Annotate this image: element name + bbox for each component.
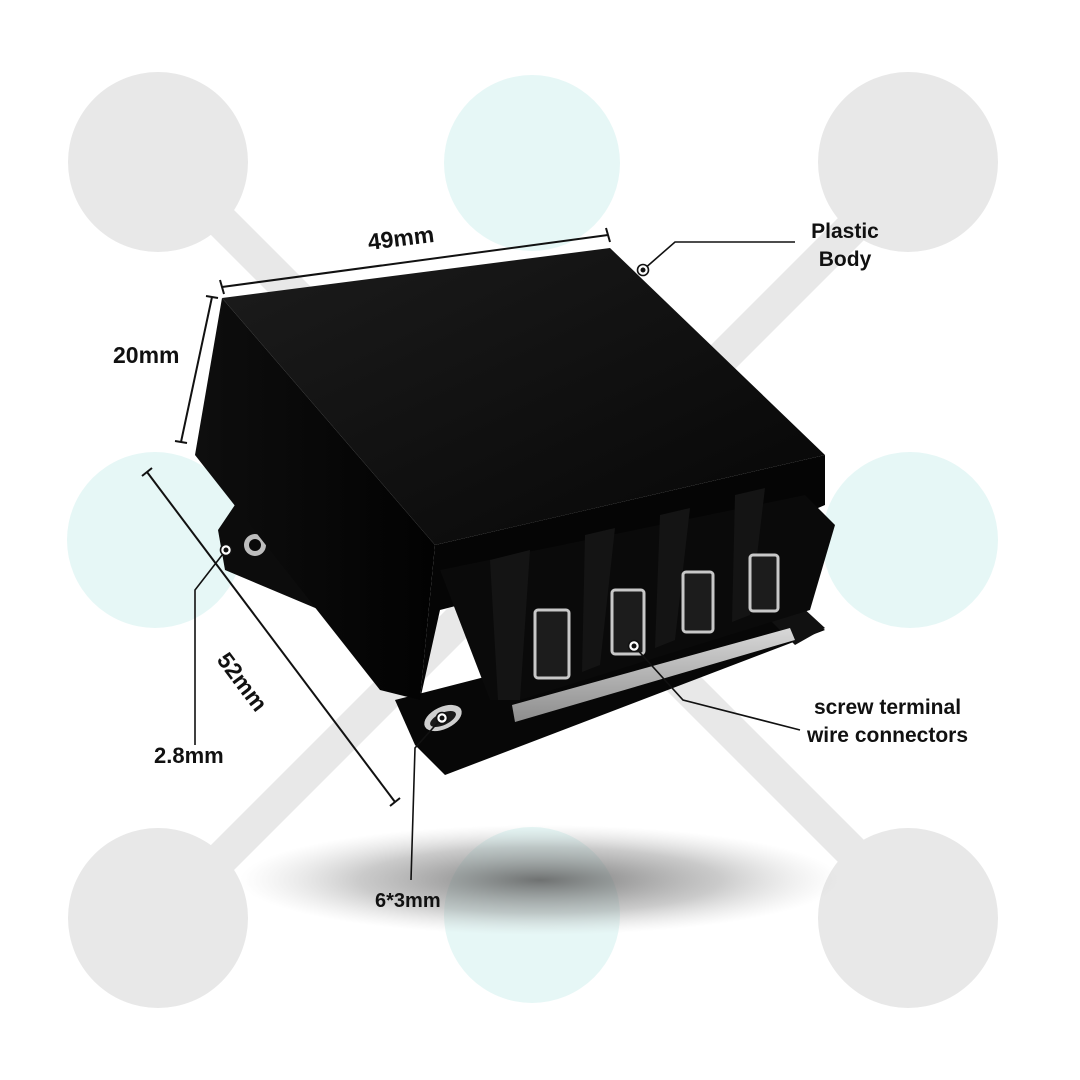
blob-gray-bottom-left — [68, 828, 248, 1008]
callout-line-slot-size — [410, 717, 443, 881]
dimension-width — [219, 227, 611, 295]
label-terminals: screw terminal wire connectors — [806, 696, 969, 748]
blob-mint-right — [822, 452, 998, 628]
terminal-contact-4 — [748, 553, 780, 613]
ring-dot-icon — [636, 263, 650, 277]
label-ear-thickness: 2.8mm — [154, 743, 224, 768]
callout-line-terminals — [633, 645, 801, 731]
terminal-contact-2 — [610, 588, 646, 656]
callout-markers — [219, 263, 650, 725]
terminal-contacts — [533, 553, 780, 680]
device — [195, 248, 835, 775]
terminal-contact-1 — [533, 608, 571, 680]
terminal-contact-3 — [681, 570, 715, 634]
blob-mint-top — [444, 75, 620, 251]
device-top-face — [222, 248, 825, 545]
terminal-metal-strip — [512, 628, 795, 722]
terminal-separators — [490, 488, 765, 700]
callout-lines — [194, 241, 801, 881]
ring-dot-icon — [435, 711, 449, 725]
device-mounting-hole-left-inner — [249, 539, 261, 551]
ring-dot-icon — [219, 543, 233, 557]
dimension-lines — [141, 227, 611, 807]
dimension-height — [174, 295, 219, 444]
blob-gray-top-right — [818, 72, 998, 252]
dimension-depth — [141, 467, 401, 807]
callout-line-plastic-body — [642, 241, 795, 271]
label-height: 20mm — [113, 342, 180, 368]
label-plastic-body: Plastic Body — [811, 220, 879, 272]
floor-shadow — [240, 825, 840, 935]
ring-dot-icon — [627, 639, 641, 653]
blob-gray-bottom-right — [818, 828, 998, 1008]
blob-gray-top-left — [68, 72, 248, 252]
callout-line-ear-thickness — [194, 549, 227, 745]
label-slot-size: 6*3mm — [375, 890, 441, 912]
device-left-face — [195, 298, 435, 700]
